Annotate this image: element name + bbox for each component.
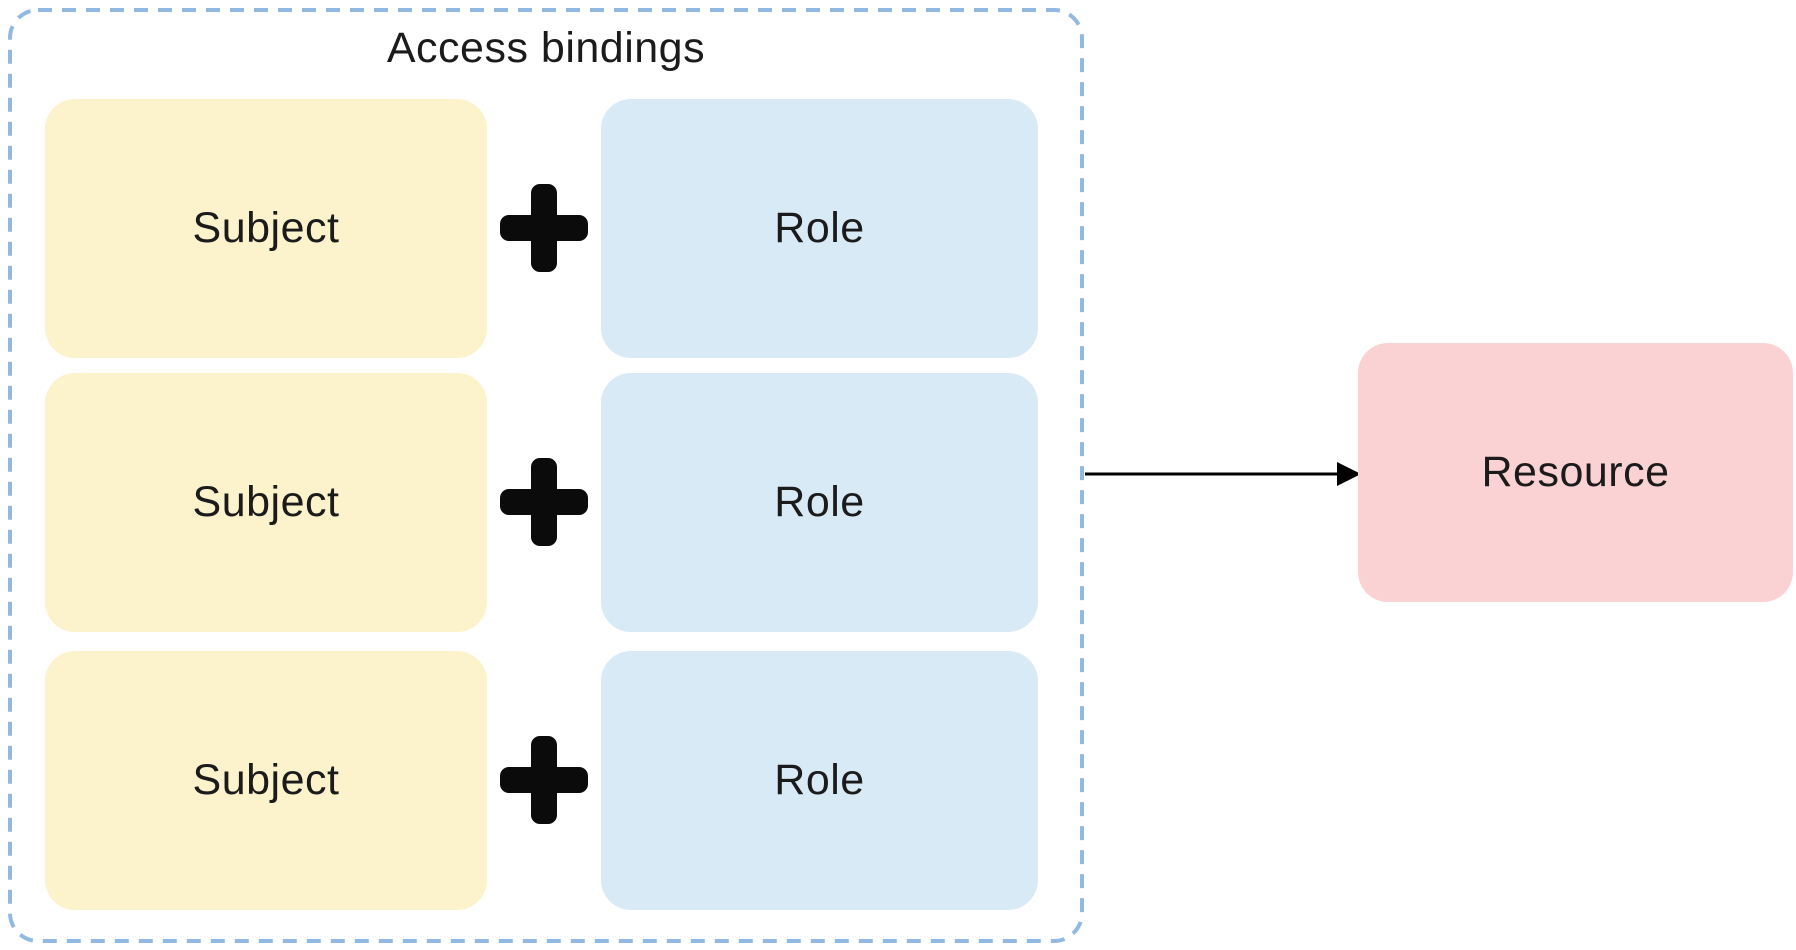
resource-label: Resource [1481, 448, 1670, 496]
role-box: Role [601, 651, 1038, 910]
role-box: Role [601, 373, 1038, 632]
plus-icon [500, 736, 588, 824]
resource-box: Resource [1358, 343, 1793, 602]
role-label: Role [774, 204, 865, 252]
binding-row: Subject Role [8, 373, 1084, 632]
plus-icon [500, 458, 588, 546]
plus-icon [500, 184, 588, 272]
subject-box: Subject [45, 373, 487, 632]
access-bindings-title: Access bindings [386, 24, 706, 72]
binding-row: Subject Role [8, 651, 1084, 910]
binding-row: Subject Role [8, 99, 1084, 358]
subject-box: Subject [45, 651, 487, 910]
role-label: Role [774, 756, 865, 804]
role-box: Role [601, 99, 1038, 358]
access-bindings-container: Access bindings Subject Role Subject R [8, 8, 1084, 943]
subject-label: Subject [192, 478, 340, 526]
subject-box: Subject [45, 99, 487, 358]
arrow-right-icon [1085, 462, 1361, 486]
subject-label: Subject [192, 204, 340, 252]
role-label: Role [774, 478, 865, 526]
subject-label: Subject [192, 756, 340, 804]
